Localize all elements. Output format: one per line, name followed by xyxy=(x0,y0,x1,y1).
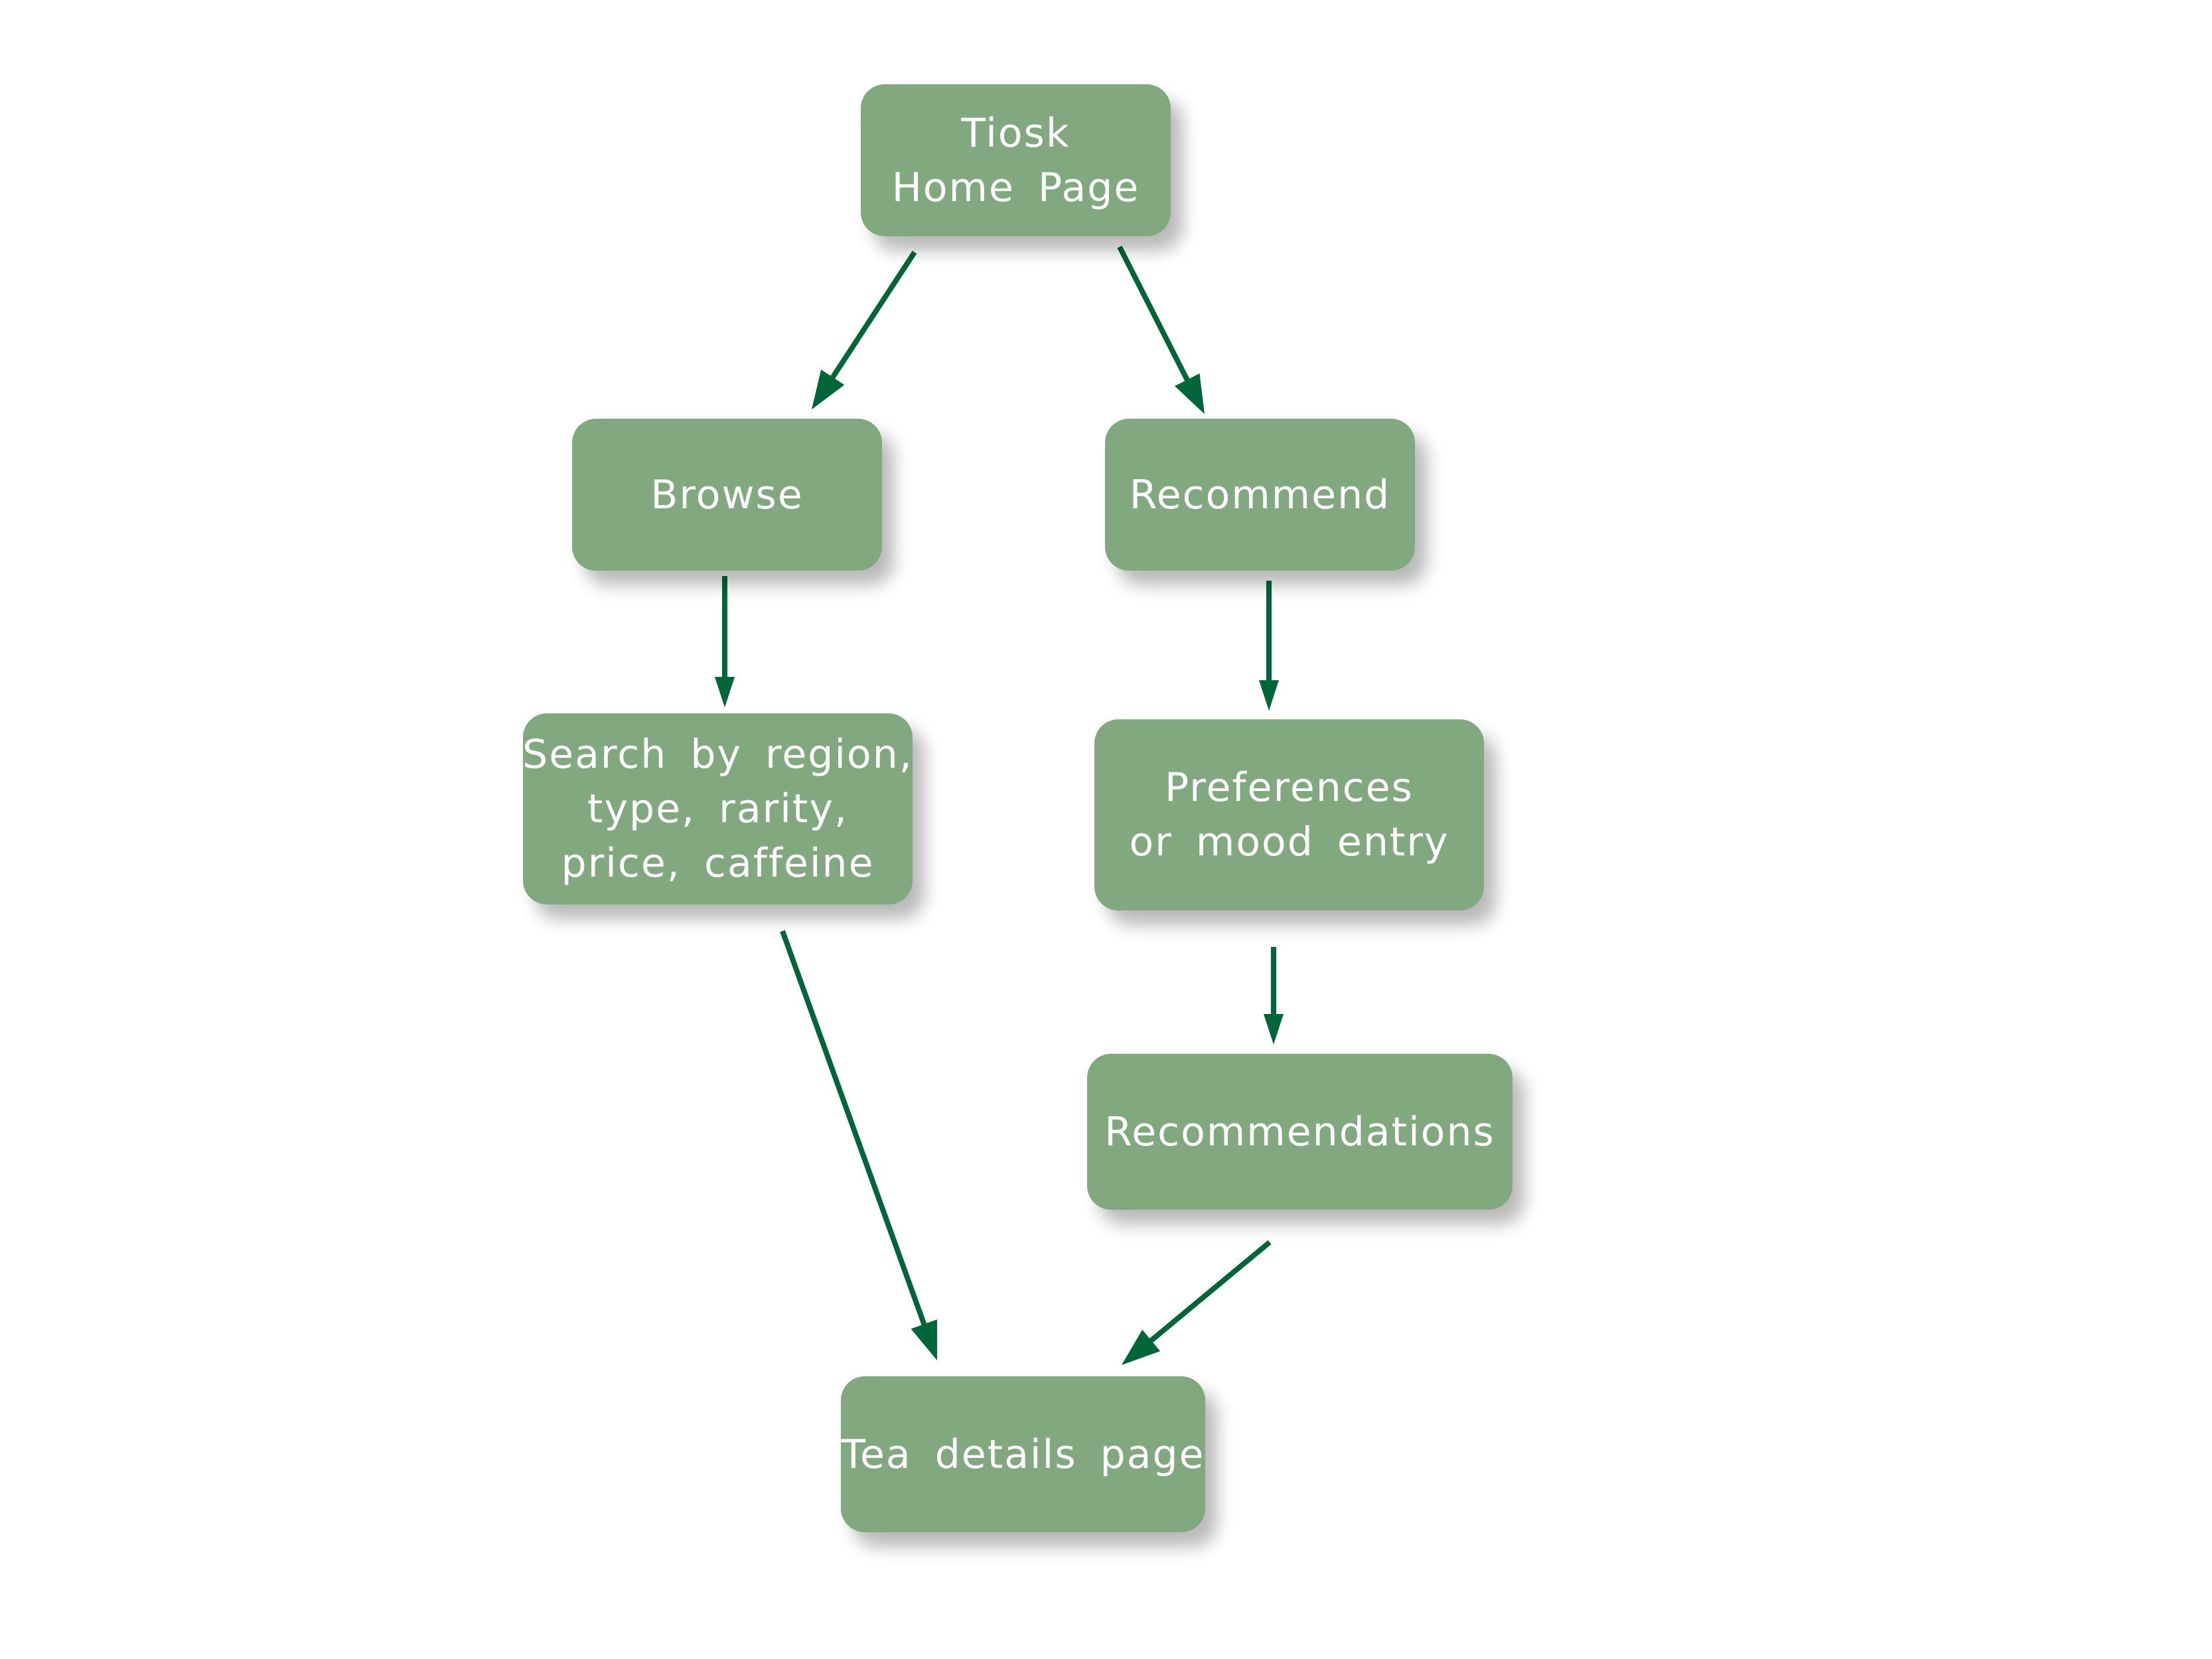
arrowhead-preferences-to-recommendations xyxy=(1264,1014,1284,1045)
arrow-home-to-recommend xyxy=(1117,246,1191,382)
arrowhead-browse-to-search xyxy=(715,677,735,707)
node-tea-details-page: Tea details page xyxy=(841,1376,1205,1532)
arrowhead-recommendations-to-details xyxy=(1122,1329,1160,1365)
node-line: or mood entry xyxy=(1129,819,1449,865)
node-line: Browse xyxy=(650,471,804,518)
node-line: Home Page xyxy=(891,164,1140,211)
arrow-search-to-details xyxy=(780,930,927,1327)
arrow-home-to-browse xyxy=(830,250,917,380)
node-line: price, caffeine xyxy=(561,840,875,887)
arrowhead-search-to-details xyxy=(911,1319,938,1360)
node-line: Recommendations xyxy=(1104,1108,1495,1155)
arrowhead-home-to-browse xyxy=(812,370,845,409)
node-line: type, rarity, xyxy=(587,786,849,832)
node-line: Recommend xyxy=(1129,471,1391,518)
arrowhead-home-to-recommend xyxy=(1175,373,1205,414)
node-line: Preferences xyxy=(1165,764,1414,811)
node-search-filters: Search by region, type, rarity, price, c… xyxy=(522,713,913,904)
node-tiosk-home-page: Tiosk Home Page xyxy=(861,84,1171,236)
node-line: Search by region, xyxy=(522,731,913,778)
arrow-recommendations-to-details xyxy=(1148,1240,1272,1344)
arrowhead-recommend-to-preferences xyxy=(1259,680,1279,711)
node-line: Tea details page xyxy=(841,1431,1205,1478)
node-preferences-or-mood-entry: Preferences or mood entry xyxy=(1094,719,1484,910)
node-line: Tiosk xyxy=(961,109,1070,157)
node-recommend: Recommend xyxy=(1105,419,1415,571)
node-browse: Browse xyxy=(572,419,882,571)
node-recommendations: Recommendations xyxy=(1087,1054,1512,1210)
